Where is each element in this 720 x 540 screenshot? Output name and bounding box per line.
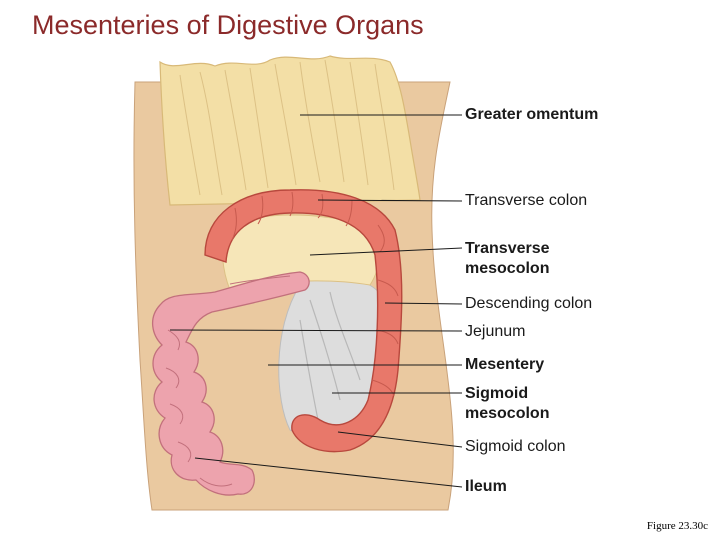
label-sigmoid-mesocolon-line2: mesocolon xyxy=(465,405,550,422)
label-ileum: Ileum xyxy=(465,478,507,495)
label-sigmoid-colon: Sigmoid colon xyxy=(465,438,566,455)
transverse-mesocolon xyxy=(221,214,382,291)
label-sigmoid-mesocolon-line1: Sigmoid xyxy=(465,385,529,402)
slide-title: Mesenteries of Digestive Organs xyxy=(32,10,424,40)
leader-descending-colon xyxy=(384,302,463,305)
leader-transverse-mesocolon xyxy=(309,247,463,256)
label-transverse-colon: Transverse colon xyxy=(465,192,588,209)
leader-lines xyxy=(169,114,463,488)
label-mesentery: Mesentery xyxy=(465,356,545,373)
colon xyxy=(204,189,403,453)
leader-transverse-colon xyxy=(317,199,463,202)
label-greater-omentum: Greater omentum xyxy=(465,106,599,123)
leader-ileum xyxy=(194,457,463,488)
small-intestine xyxy=(152,271,310,496)
leader-jejunum xyxy=(169,329,463,332)
leader-sigmoid-colon xyxy=(337,431,463,448)
label-descending-colon: Descending colon xyxy=(465,295,593,312)
label-transverse-mesocolon-line1: Transverse xyxy=(465,240,550,257)
greater-omentum xyxy=(159,55,421,206)
label-transverse-mesocolon-line2: mesocolon xyxy=(465,260,550,277)
label-jejunum: Jejunum xyxy=(465,323,526,340)
figure-caption: Figure 23.30c xyxy=(646,520,708,532)
